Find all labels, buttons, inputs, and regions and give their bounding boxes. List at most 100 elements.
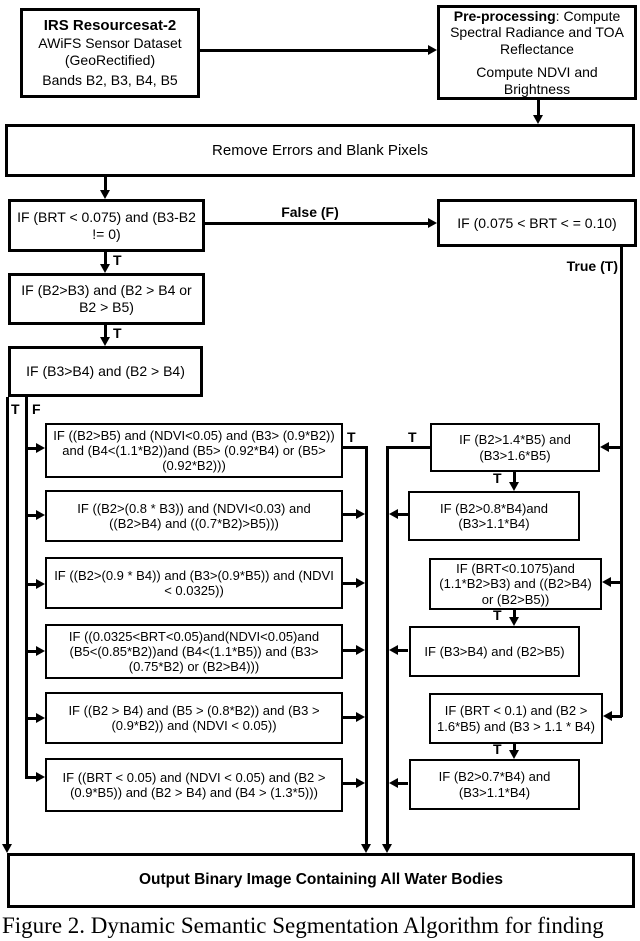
node-condition-m4: IF ((0.0325<BRT<0.05)and(NDVI<0.05)and (… xyxy=(45,624,343,679)
node-condition-l3: IF (B3>B4) and (B2 > B4) xyxy=(8,346,203,397)
connector-f-to-m3 xyxy=(25,583,36,586)
preprocessing-title: Pre-processing xyxy=(453,7,556,24)
arrowhead-right-icon xyxy=(428,218,437,228)
arrowhead-down-icon xyxy=(100,190,110,199)
connector-middle-true-collector xyxy=(365,446,368,844)
arrowhead-right-icon xyxy=(356,645,365,655)
connector-r6-to-collector xyxy=(398,782,408,785)
label-f: F xyxy=(32,401,41,417)
arrowhead-left-icon xyxy=(389,645,398,655)
arrowhead-right-icon xyxy=(36,579,45,589)
node-condition-m3: IF ((B2>(0.9 * B4)) and (B3>(0.9*B5)) an… xyxy=(45,557,343,609)
arrowhead-down-icon xyxy=(509,750,519,759)
connector-f-to-m5 xyxy=(25,717,36,720)
label-t: T xyxy=(11,401,20,417)
preprocessing-title-rest: : Compute Spectral Radiance and TOA Refl… xyxy=(450,7,624,57)
label-t: T xyxy=(408,429,417,445)
connector-l3-true-to-output xyxy=(6,397,9,844)
arrowhead-down-icon xyxy=(100,264,110,273)
arrowhead-down-icon xyxy=(509,617,519,626)
connector-m5-true xyxy=(343,716,356,719)
connector-true-to-r1 xyxy=(609,446,622,449)
connector-true-to-r3 xyxy=(611,581,622,584)
connector-r5-to-r6 xyxy=(513,744,516,751)
condition-m5-text: IF ((B2 > B4) and (B5 > (0.8*B2)) and (B… xyxy=(68,702,320,733)
arrowhead-right-icon xyxy=(36,443,45,453)
node-source-dataset: IRS Resourcesat-2 AWiFS Sensor Dataset (… xyxy=(20,8,200,98)
connector-m1-true xyxy=(343,446,367,449)
label-t: T xyxy=(113,325,122,341)
node-condition-r4: IF (B3>B4) and (B2>B5) xyxy=(409,626,580,677)
connector-r1-to-r2 xyxy=(513,472,516,482)
node-condition-r6: IF (B2>0.7*B4) and (B3>1.1*B4) xyxy=(409,759,580,810)
connector-preprocess-to-remove xyxy=(537,100,540,116)
node-condition-r1: IF (B2>1.4*B5) and (B3>1.6*B5) xyxy=(430,423,600,472)
node-condition-l2: IF (B2>B3) and (B2 > B4 or B2 > B5) xyxy=(8,273,205,325)
connector-r1-to-collector xyxy=(386,446,430,449)
connector-r2-to-collector xyxy=(398,513,408,516)
arrowhead-left-icon xyxy=(602,577,611,587)
label-true: True (T) xyxy=(566,258,618,274)
arrowhead-right-icon xyxy=(36,772,45,782)
source-bands: Bands B2, B3, B4, B5 xyxy=(42,72,178,89)
arrowhead-down-icon xyxy=(533,115,543,124)
connector-f-to-m6 xyxy=(25,776,36,779)
connector-l3-false-chain xyxy=(25,397,28,778)
arrowhead-right-icon xyxy=(36,646,45,656)
arrowhead-right-icon xyxy=(36,713,45,723)
label-t: T xyxy=(347,429,356,445)
connector-m4-true xyxy=(343,649,356,652)
condition-m3-text: IF ((B2>(0.9 * B4)) and (B3>(0.9*B5)) an… xyxy=(54,567,334,598)
condition-r2-text: IF (B2>0.8*B4)and (B3>1.1*B4) xyxy=(439,500,549,531)
arrowhead-down-icon xyxy=(2,844,12,853)
connector-l2-to-l3 xyxy=(104,325,107,338)
connector-true-to-r5 xyxy=(612,715,622,718)
connector-r4-to-collector xyxy=(398,649,408,652)
arrowhead-right-icon xyxy=(356,712,365,722)
connector-r3-to-r4 xyxy=(513,610,516,618)
condition-r5-text: IF (BRT < 0.1) and (B2 > 1.6*B5) and (B3… xyxy=(437,703,595,734)
connector-m3-true xyxy=(343,582,356,585)
connector-f-to-m2 xyxy=(25,514,36,517)
arrowhead-right-icon xyxy=(356,509,365,519)
arrowhead-down-icon xyxy=(100,337,110,346)
node-condition-m1: IF ((B2>B5) and (NDVI<0.05) and (B3> (0.… xyxy=(45,423,343,478)
condition-l3-text: IF (B3>B4) and (B2 > B4) xyxy=(26,363,185,380)
connector-source-to-preprocess xyxy=(200,49,430,52)
node-condition-l1: IF (BRT < 0.075) and (B3-B2 != 0) xyxy=(8,199,205,252)
source-title: IRS Resourcesat-2 xyxy=(43,17,177,35)
arrowhead-left-icon xyxy=(389,778,398,788)
condition-m1-text: IF ((B2>B5) and (NDVI<0.05) and (B3> (0.… xyxy=(53,427,335,474)
connector-l1-to-l2 xyxy=(104,252,107,265)
output-label: Output Binary Image Containing All Water… xyxy=(139,871,503,889)
arrowhead-left-icon xyxy=(600,442,609,452)
condition-l1-text: IF (BRT < 0.075) and (B3-B2 != 0) xyxy=(17,208,196,242)
arrowhead-down-icon xyxy=(382,844,392,853)
condition-r3-text: IF (BRT<0.1075)and (1.1*B2>B3) and ((B2>… xyxy=(439,561,592,607)
connector-m6-true xyxy=(343,782,356,785)
condition-r1-text: IF (B2>1.4*B5) and (B3>1.6*B5) xyxy=(459,432,571,463)
arrowhead-right-icon xyxy=(356,778,365,788)
label-t: T xyxy=(113,252,122,268)
node-remove-errors: Remove Errors and Blank Pixels xyxy=(5,124,635,177)
condition-m2-text: IF ((B2>(0.8 * B3)) and (NDVI<0.03) and … xyxy=(77,500,311,531)
brt-check-text: IF (0.075 < BRT < = 0.10) xyxy=(457,214,617,231)
arrowhead-down-icon xyxy=(509,482,519,491)
arrowhead-left-icon xyxy=(389,509,398,519)
condition-m4-text: IF ((0.0325<BRT<0.05)and(NDVI<0.05)and (… xyxy=(68,628,320,675)
label-t: T xyxy=(493,470,502,486)
arrowhead-right-icon xyxy=(356,578,365,588)
condition-l2-text: IF (B2>B3) and (B2 > B4 or B2 > B5) xyxy=(21,282,192,315)
node-condition-m5: IF ((B2 > B4) and (B5 > (0.8*B2)) and (B… xyxy=(45,692,343,744)
node-condition-r2: IF (B2>0.8*B4)and (B3>1.1*B4) xyxy=(408,491,580,541)
condition-m6-text: IF ((BRT < 0.05) and (NDVI < 0.05) and (… xyxy=(62,769,326,800)
preprocessing-line2: Compute NDVI and Brightness xyxy=(476,64,598,97)
arrowhead-left-icon xyxy=(603,711,612,721)
condition-r6-text: IF (B2>0.7*B4) and (B3>1.1*B4) xyxy=(438,769,551,800)
node-brt-check: IF (0.075 < BRT < = 0.10) xyxy=(437,199,637,247)
label-t: T xyxy=(493,741,502,757)
arrowhead-right-icon xyxy=(36,510,45,520)
connector-false-branch xyxy=(205,222,428,225)
condition-r4-text: IF (B3>B4) and (B2>B5) xyxy=(424,643,565,659)
